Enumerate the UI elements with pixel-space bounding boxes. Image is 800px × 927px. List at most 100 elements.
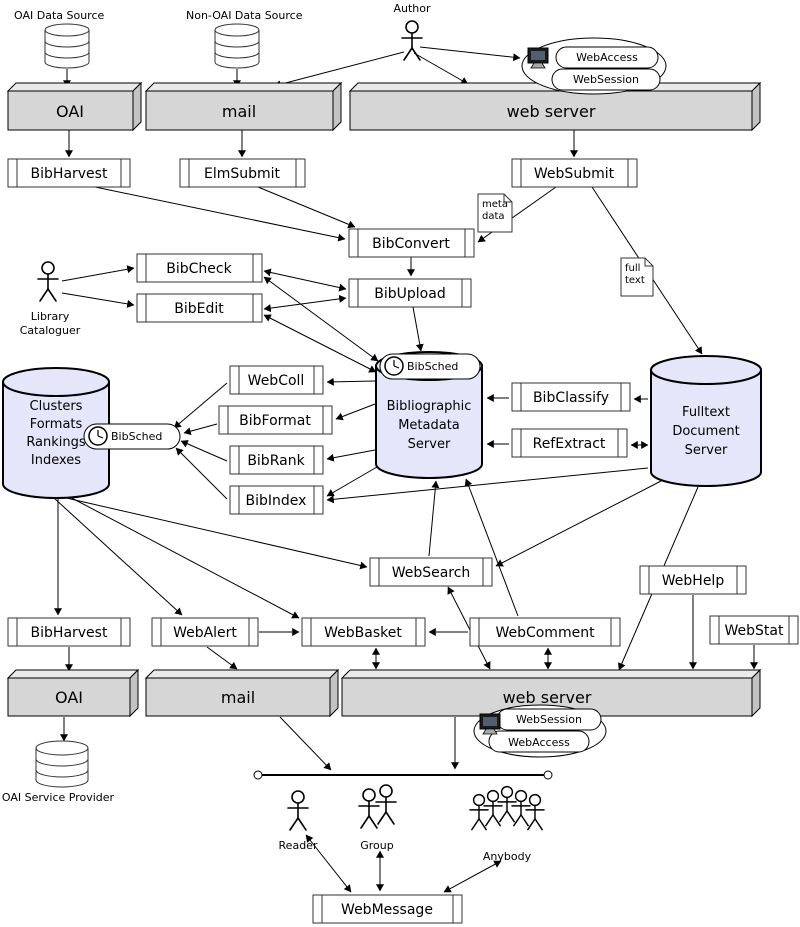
- connector-edges: [53, 46, 758, 893]
- badge-label: WebAccess: [508, 736, 570, 749]
- anybody-figure: [469, 793, 489, 831]
- arrow-edge: [477, 186, 557, 243]
- actor-group: Group: [358, 784, 397, 852]
- arrow-edge: [495, 480, 662, 567]
- server-box-oai-top: OAI: [6, 81, 143, 132]
- db-label: Metadata: [398, 418, 460, 433]
- arrow-edge: [413, 52, 469, 85]
- arrow-edge: [263, 314, 377, 373]
- bibsched-badge-cluster: BibSched: [83, 423, 181, 450]
- non-oai-data-source-icon: [214, 23, 260, 69]
- actor-anybody: Anybody: [469, 785, 545, 863]
- note-label: meta: [482, 199, 508, 210]
- module-label: BibEdit: [174, 301, 224, 317]
- anybody-figure: [511, 789, 531, 827]
- group-figure: [375, 784, 397, 825]
- arrow-edge: [206, 646, 238, 670]
- arrow-edge: [326, 467, 649, 504]
- arrow-edge: [412, 306, 424, 352]
- webaccess-group-top: WebAccess WebSession: [521, 37, 667, 95]
- arrow-edge: [61, 292, 135, 308]
- module-bibindex: BibIndex: [229, 485, 324, 515]
- anybody-figure: [525, 793, 545, 831]
- module-label: BibRank: [247, 453, 305, 469]
- actor-label: Anybody: [483, 850, 532, 863]
- arrow-edge: [273, 51, 405, 89]
- note-label: text: [625, 275, 645, 286]
- db-label: Server: [408, 437, 451, 452]
- module-label: BibClassify: [533, 390, 609, 406]
- db-label: Formats: [30, 417, 83, 432]
- arrow-edge: [443, 860, 502, 893]
- arrow-edge: [61, 265, 135, 282]
- arrow-edge: [53, 497, 183, 616]
- boundary-endpoint: [543, 770, 553, 780]
- module-label: RefExtract: [533, 436, 606, 452]
- oai-data-source-icon: [44, 23, 90, 69]
- note-metadata: meta data: [477, 193, 513, 233]
- boundary-endpoint: [253, 770, 263, 780]
- db-label: Indexes: [31, 453, 81, 468]
- module-webcomment: WebComment: [469, 617, 621, 647]
- db-label: Clusters: [30, 399, 83, 414]
- module-webbasket: WebBasket: [301, 617, 426, 647]
- module-label: WebSearch: [392, 565, 471, 581]
- group-figure: [358, 788, 380, 829]
- computer-icon: [527, 47, 549, 69]
- db-label: Bibliographic: [387, 399, 472, 414]
- arrow-edge: [173, 382, 228, 429]
- server-box-web-bottom: web server: [340, 668, 762, 718]
- badge-label: WebAccess: [576, 51, 638, 64]
- actor-label: Library: [31, 310, 70, 323]
- anybody-figure: [483, 789, 503, 827]
- bibsched-clock-icon: [384, 356, 404, 376]
- arrow-edge: [175, 447, 228, 500]
- module-bibclassify: BibClassify: [511, 382, 631, 412]
- module-label: WebComment: [495, 625, 595, 641]
- bibsched-clock-icon: [88, 426, 108, 446]
- module-label: ElmSubmit: [204, 166, 281, 182]
- webaccess-group-bottom: WebSession WebAccess: [473, 704, 607, 758]
- module-webalert: WebAlert: [151, 617, 259, 647]
- server-label: mail: [222, 102, 256, 121]
- server-label: OAI: [55, 688, 83, 707]
- module-label: WebMessage: [341, 902, 433, 918]
- actor-label: Group: [360, 839, 394, 852]
- arrow-edge: [183, 423, 218, 436]
- note-label: full: [625, 263, 640, 274]
- author-figure: [401, 20, 423, 61]
- arrow-edge: [94, 186, 346, 242]
- arrow-edge: [428, 480, 440, 557]
- module-label: WebStat: [725, 623, 784, 639]
- actor-label: Cataloguer: [20, 324, 81, 337]
- arrow-edge: [326, 449, 376, 462]
- arrow-edge: [257, 186, 356, 229]
- module-websubmit: WebSubmit: [511, 158, 638, 188]
- module-label: WebHelp: [662, 573, 725, 589]
- module-webhelp: WebHelp: [639, 565, 747, 595]
- module-label: BibHarvest: [31, 625, 108, 641]
- arrow-edge: [447, 586, 491, 670]
- module-bibharvest-top: BibHarvest: [7, 158, 131, 188]
- module-webcoll: WebColl: [229, 365, 324, 395]
- non-oai-data-source-label: Non-OAI Data Source: [186, 9, 303, 22]
- module-webstat: WebStat: [709, 615, 799, 645]
- module-refextract: RefExtract: [511, 428, 628, 458]
- anybody-figure: [497, 785, 517, 823]
- module-bibedit: BibEdit: [136, 293, 263, 323]
- note-fulltext: full text: [620, 257, 654, 297]
- module-websearch: WebSearch: [369, 557, 493, 587]
- badge-label: BibSched: [111, 430, 162, 443]
- actor-label: Reader: [279, 839, 318, 852]
- arrow-edge: [326, 466, 378, 497]
- oai-data-source-label: OAI Data Source: [14, 9, 105, 22]
- module-bibconvert: BibConvert: [348, 228, 475, 258]
- bibsched-badge-metadata: BibSched: [379, 353, 481, 380]
- module-elmsubmit: ElmSubmit: [179, 158, 306, 188]
- module-bibupload: BibUpload: [348, 278, 472, 308]
- db-cluster-store: Clusters Formats Rankings Indexes: [1, 367, 110, 499]
- arrow-edge: [326, 377, 376, 386]
- db-fulltext-server: Fulltext Document Server: [650, 355, 762, 487]
- note-label: data: [482, 211, 505, 222]
